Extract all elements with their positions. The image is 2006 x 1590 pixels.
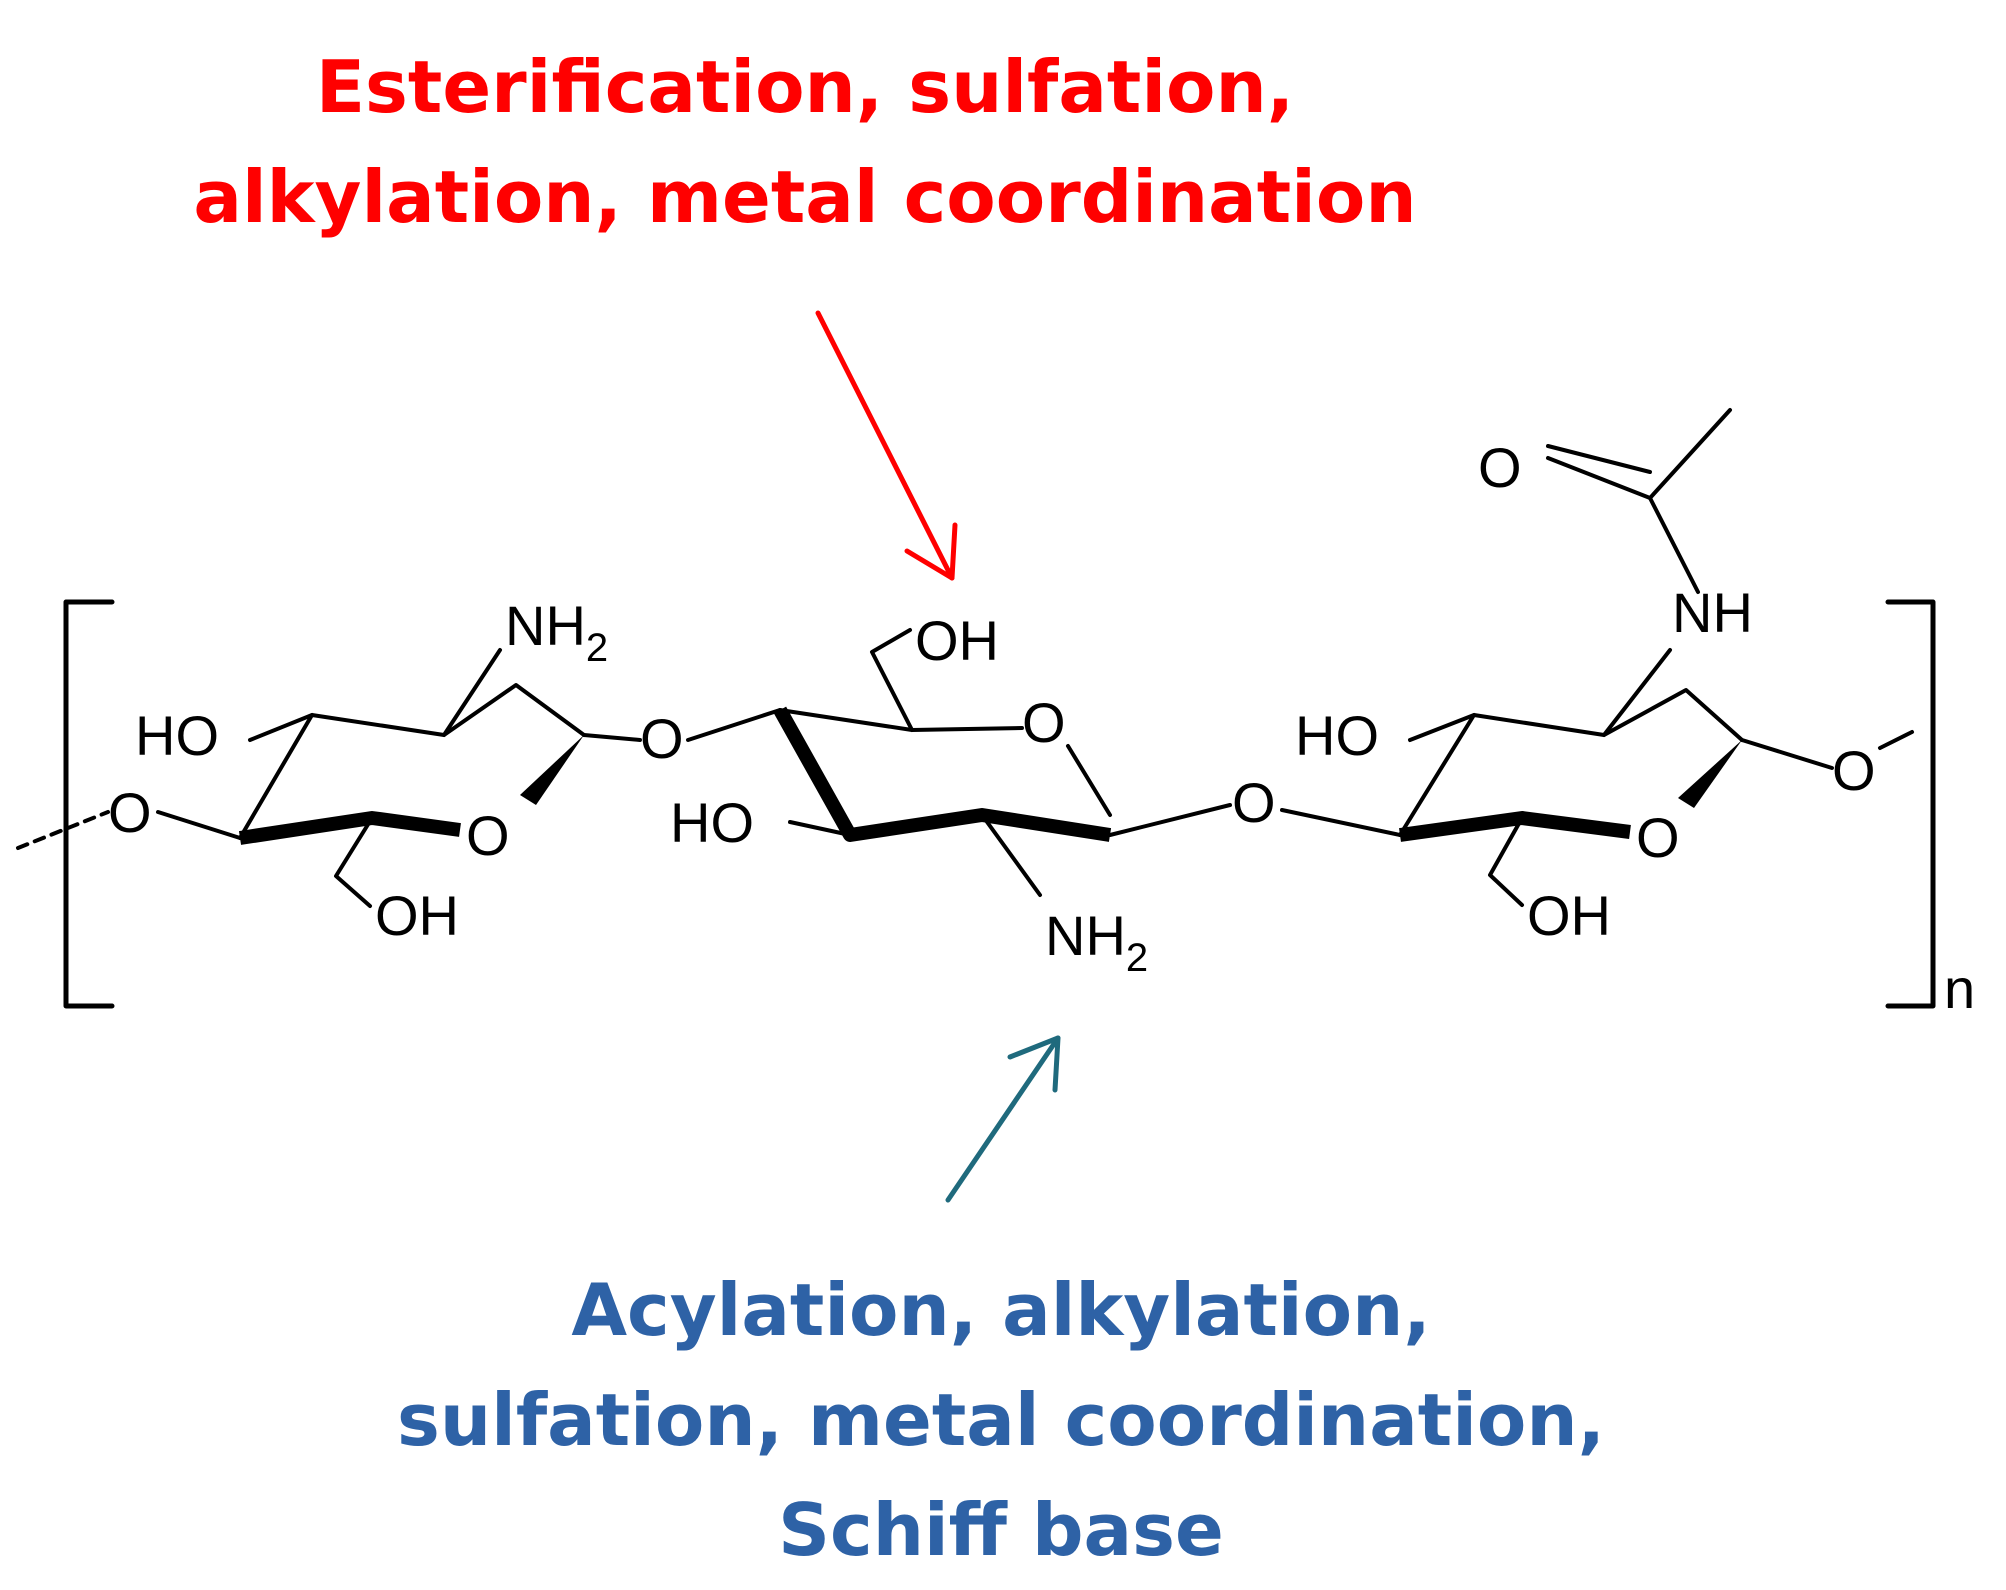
unit-1: HO O OH NH2 O bbox=[135, 594, 684, 947]
bond-O-C4a bbox=[156, 810, 242, 840]
left-link-oxygen: O bbox=[108, 781, 152, 844]
unit1-hydroxyl-ring: HO bbox=[135, 704, 219, 767]
repeat-subscript: n bbox=[1944, 957, 1975, 1020]
unit1-amine: NH2 bbox=[505, 594, 608, 670]
bottom-arrow bbox=[945, 1035, 1061, 1203]
unit2-ring-oxygen: O bbox=[1022, 691, 1066, 754]
unit2-hydroxyl-ring: HO bbox=[670, 791, 754, 854]
unit3-hydroxyl-ring: HO bbox=[1295, 704, 1379, 767]
unit3-carbonyl-oxygen: O bbox=[1478, 436, 1522, 499]
bottom-annotation-line-1: Acylation, alkylation, bbox=[571, 1268, 1430, 1352]
unit3-ring-oxygen: O bbox=[1636, 806, 1680, 869]
unit1-ring-oxygen: O bbox=[466, 804, 510, 867]
bottom-annotation-line-2: sulfation, metal coordination, bbox=[397, 1378, 1605, 1462]
unit2-glycosidic-oxygen: O bbox=[1232, 771, 1276, 834]
unit1-hydroxyl-ch2: OH bbox=[375, 884, 459, 947]
unit-3: O NH HO O OH O bbox=[1280, 408, 1914, 947]
top-annotation-line-2: alkylation, metal coordination bbox=[193, 155, 1416, 239]
top-arrow bbox=[815, 310, 958, 581]
unit3-end-oxygen: O bbox=[1832, 739, 1876, 802]
unit1-link-oxygen: O bbox=[640, 707, 684, 770]
unit3-amide-nh: NH bbox=[1672, 581, 1753, 644]
left-bracket bbox=[63, 599, 115, 1009]
unit2-hydroxyl-ch2: OH bbox=[915, 609, 999, 672]
unit-2: OH O HO NH2 O bbox=[670, 609, 1276, 980]
right-bracket bbox=[1885, 599, 1936, 1009]
left-chain-bond bbox=[16, 810, 110, 850]
bottom-annotation-line-3: Schiff base bbox=[778, 1488, 1224, 1572]
top-annotation-line-1: Esterification, sulfation, bbox=[316, 45, 1294, 129]
unit2-amine: NH2 bbox=[1045, 904, 1148, 980]
unit3-hydroxyl-ch2: OH bbox=[1527, 884, 1611, 947]
